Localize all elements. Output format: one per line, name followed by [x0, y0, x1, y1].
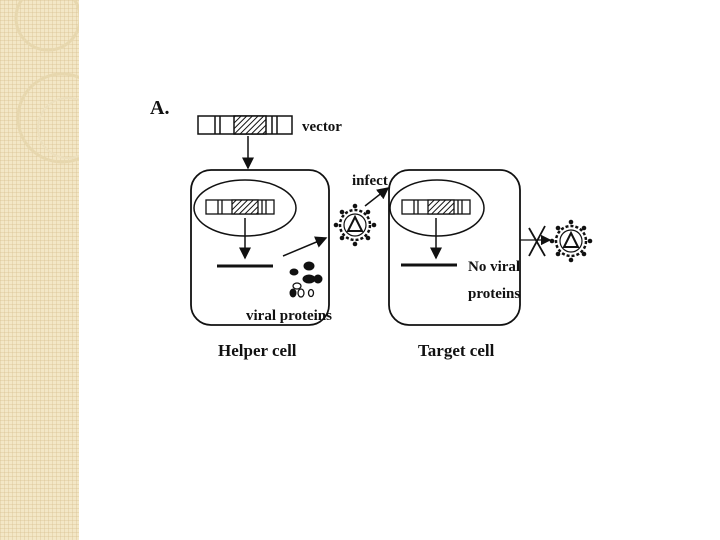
helper-vector-insert: [205, 199, 275, 215]
virus-particle: [549, 219, 593, 263]
viral-proteins-label: viral proteins: [246, 308, 332, 324]
packaging-arrow: [282, 236, 328, 257]
decorative-rings: [14, 0, 79, 164]
viral-protein-blobs: [289, 261, 323, 298]
target-cell-label: Target cell: [418, 341, 495, 360]
panel-label: A.: [150, 97, 169, 119]
decorative-sidebar: [0, 0, 79, 540]
infect-arrow: [364, 187, 390, 207]
virus-particle: [333, 203, 377, 247]
target-vector-insert: [401, 199, 471, 215]
no-viral-label-line1: No viral: [468, 259, 520, 275]
block-x-icon: [528, 225, 546, 257]
helper-cell-label: Helper cell: [218, 341, 297, 360]
infect-label: infect: [352, 173, 388, 189]
vector-construct: [197, 115, 293, 135]
vector-label: vector: [302, 119, 342, 135]
no-viral-label-line2: proteins: [468, 286, 520, 302]
